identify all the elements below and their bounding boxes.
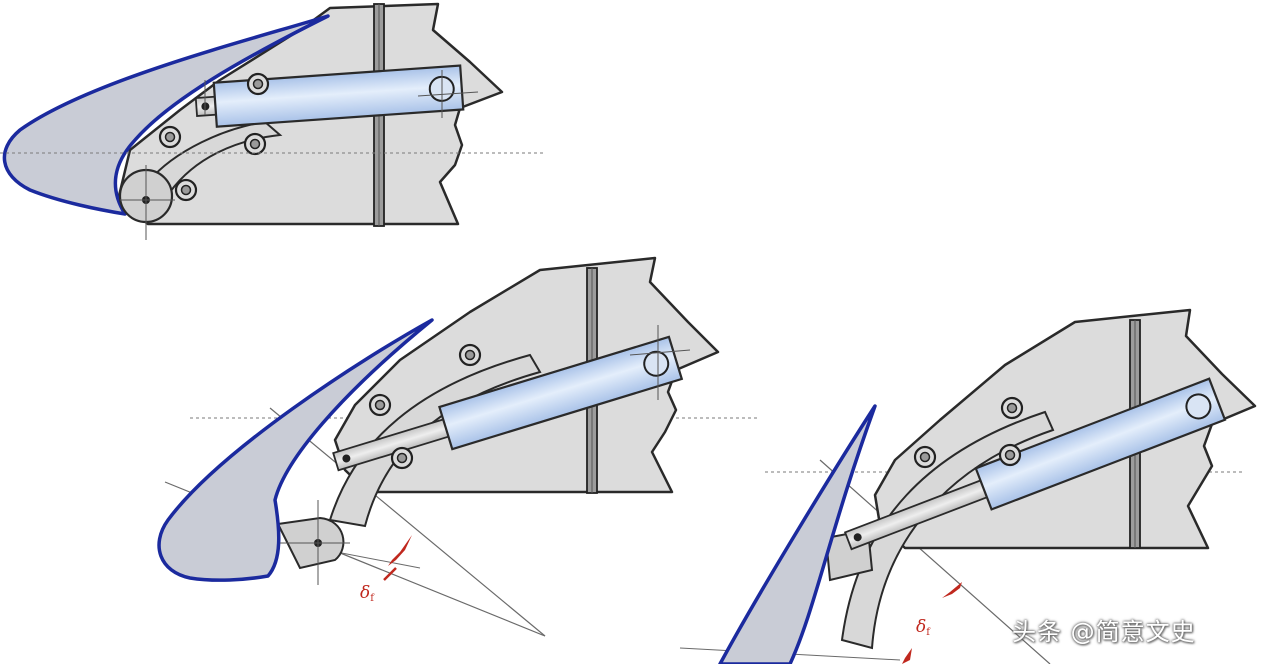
deflection-arrow-extended-lower bbox=[902, 648, 912, 664]
svg-text:δf: δf bbox=[360, 583, 375, 604]
slat-extended bbox=[718, 404, 877, 664]
stage-retracted bbox=[0, 2, 545, 240]
stage-partial: δf bbox=[157, 256, 760, 637]
actuator-retracted bbox=[194, 64, 465, 128]
deflection-label-partial: δ bbox=[360, 583, 370, 603]
deflection-subscript-partial: f bbox=[370, 593, 375, 604]
stage-extended: δf bbox=[679, 308, 1257, 664]
slat-retracted bbox=[2, 14, 330, 216]
deflection-subscript-extended: f bbox=[926, 627, 931, 638]
deflection-arrow-extended bbox=[942, 582, 962, 598]
watermark: 头条 @简意文史 bbox=[1012, 618, 1196, 646]
deflection-arrow-partial bbox=[388, 535, 412, 566]
slat-partial bbox=[157, 318, 434, 582]
svg-text:δf: δf bbox=[916, 617, 931, 638]
actuator-partial bbox=[332, 335, 684, 472]
actuator-extended bbox=[843, 377, 1227, 551]
deflection-label-extended: δ bbox=[916, 617, 926, 637]
